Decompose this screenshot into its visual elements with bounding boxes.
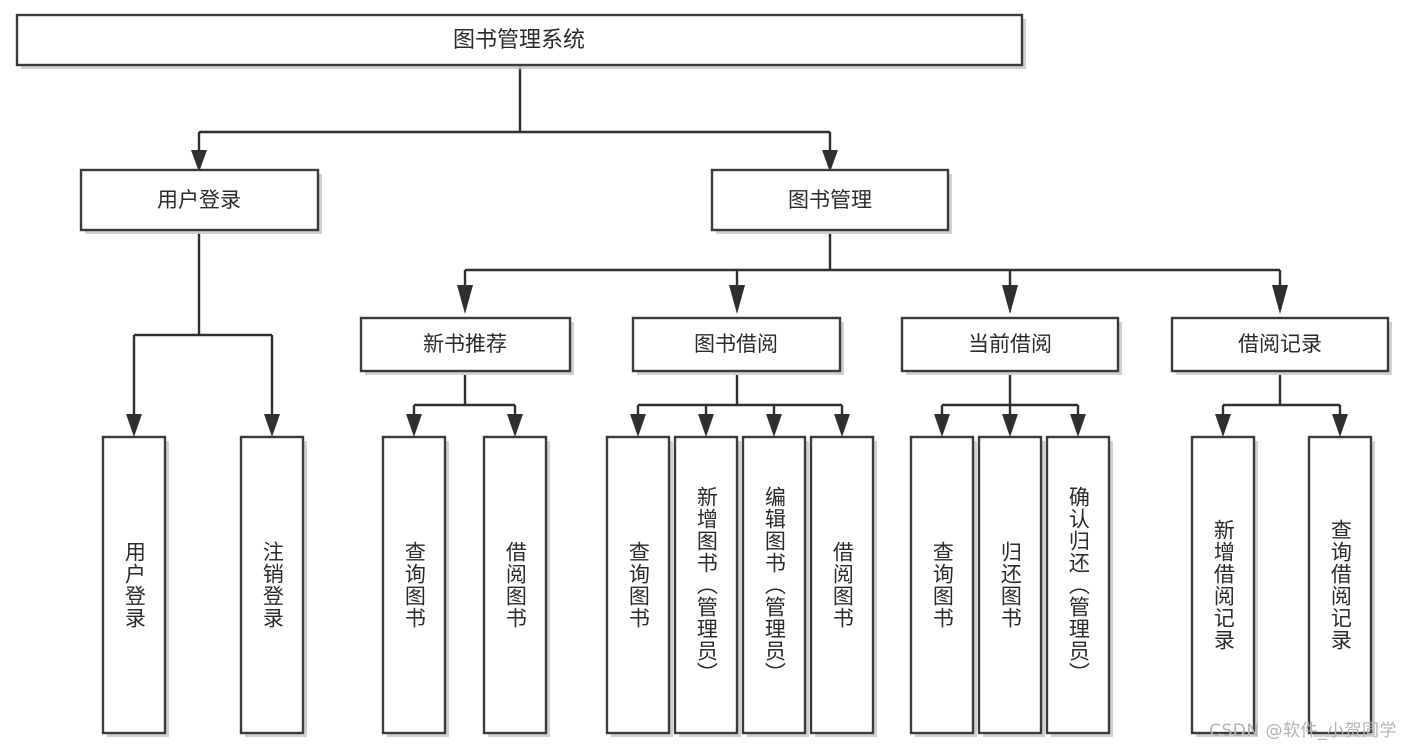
leaf-node-current-query[interactable] (909, 435, 977, 737)
arrow-head-current-1 (934, 414, 950, 437)
leaf-node-borrow-query[interactable] (605, 435, 673, 737)
arrow-head-level2-1 (457, 285, 473, 314)
node-label: 借阅记录 (1238, 332, 1322, 356)
arrow-head-borrow-4 (834, 414, 850, 437)
arrow-head-current-3 (1070, 414, 1086, 437)
leaf-node-newbook-borrow[interactable] (482, 435, 550, 737)
leaf-node-borrow-borrow-book[interactable] (809, 435, 877, 737)
node-book-management[interactable]: 图书管理 (710, 168, 952, 234)
node-user-login[interactable]: 用户登录 (79, 168, 322, 234)
arrow-head-borrow-1 (630, 414, 646, 437)
leaf-node-newbook-query[interactable] (381, 435, 449, 737)
arrow-head-borrow-2 (698, 414, 714, 437)
arrow-head-level2-3 (1002, 285, 1018, 314)
leaf-node-record-query[interactable] (1307, 435, 1375, 737)
arrow-head-borrow-3 (766, 414, 782, 437)
node-book-management-system[interactable]: 图书管理系统 (15, 13, 1026, 69)
arrow-head-level1-2 (822, 150, 838, 172)
connectors-group (126, 66, 1348, 437)
arrow-head-level1-1 (191, 150, 207, 172)
node-label: 图书管理系统 (453, 28, 585, 53)
node-label: 当前借阅 (968, 332, 1052, 356)
node-book-borrow[interactable]: 图书借阅 (631, 316, 844, 375)
node-current-borrow[interactable]: 当前借阅 (900, 316, 1122, 375)
leaf-node-current-return[interactable] (977, 435, 1045, 737)
node-new-book-recommend[interactable]: 新书推荐 (359, 316, 574, 375)
leaf-node-borrow-add-book[interactable] (673, 435, 741, 737)
node-label: 用户登录 (157, 188, 241, 212)
arrow-head-newbook-1 (406, 414, 422, 437)
node-label: 新书推荐 (423, 332, 507, 356)
arrow-head-userlogin-2 (264, 414, 280, 437)
arrow-head-record-1 (1215, 414, 1231, 437)
watermark: CSDN @软件_小贺同学 (1209, 721, 1397, 741)
leaf-node-user-login-logout[interactable] (239, 435, 307, 737)
leaf-node-user-login-login[interactable] (101, 435, 169, 737)
leaf-node-record-add[interactable] (1190, 435, 1258, 737)
arrow-head-level2-4 (1272, 285, 1288, 314)
arrow-head-userlogin-1 (126, 414, 142, 437)
arrow-head-current-2 (1002, 414, 1018, 437)
node-borrow-record[interactable]: 借阅记录 (1170, 316, 1392, 375)
node-label: 图书管理 (788, 188, 872, 212)
leaf-node-current-confirm-return[interactable] (1045, 435, 1113, 737)
arrow-head-record-2 (1332, 414, 1348, 437)
arrow-head-level2-2 (729, 285, 745, 314)
arrow-head-newbook-2 (507, 414, 523, 437)
leaf-node-borrow-edit-book[interactable] (741, 435, 809, 737)
node-label: 图书借阅 (694, 332, 778, 356)
